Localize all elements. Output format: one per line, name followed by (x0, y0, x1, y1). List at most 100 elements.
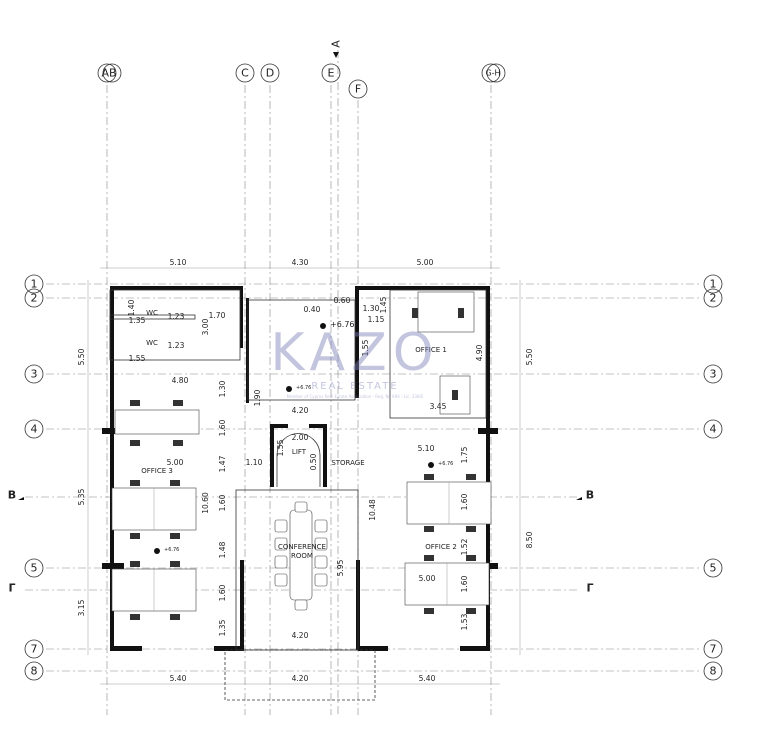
dimension-label: 3.45 (430, 402, 447, 411)
axis-label: 7 (31, 643, 38, 656)
dimension-label: 5.95 (336, 559, 345, 576)
axis-label: C (241, 67, 249, 80)
axis-label: 5 (710, 562, 717, 575)
dimension-label: 1.48 (218, 541, 227, 558)
room-label-conference: CONFERENCE (278, 543, 326, 551)
axis-label: 3 (31, 368, 38, 381)
dimension-label: 1.60 (218, 494, 227, 511)
axis-label: 5 (31, 562, 38, 575)
dimension-label: 1.55 (276, 439, 285, 456)
dimension-label: 1.15 (368, 315, 385, 324)
axis-label: 1 (31, 278, 38, 291)
dimension-label: 5.35 (77, 488, 86, 505)
axis-label: 4 (31, 423, 38, 436)
dimension-label: 4.80 (172, 376, 189, 385)
dimension-label: 5.10 (170, 258, 187, 267)
axis-label: AB (101, 67, 116, 80)
dimension-label: 5.10 (418, 444, 435, 453)
axis-label: B (586, 489, 594, 502)
dimension-label: 1.23 (168, 312, 185, 321)
level-marker: +6.76 (438, 461, 453, 467)
dimension-label: 5.50 (77, 348, 86, 365)
dimension-label: 1.10 (246, 458, 263, 467)
dimension-label: 10.48 (368, 499, 377, 521)
dimension-label: 0.40 (304, 305, 321, 314)
dimension-label: 5.40 (170, 674, 187, 683)
dimension-label: 0.60 (334, 296, 351, 305)
level-markers: +6.76 +6.76 +6.76 +6.76 (154, 320, 453, 554)
dimension-label: 1.45 (379, 296, 388, 313)
dimension-label: 5.00 (419, 574, 436, 583)
axis-label: G-H (485, 69, 500, 78)
dimension-label: 4.20 (292, 674, 309, 683)
room-label-conference: ROOM (291, 552, 313, 560)
dimension-label: 1.60 (218, 584, 227, 601)
axis-label: 3 (710, 368, 717, 381)
dimension-label: 3.00 (201, 318, 210, 335)
axis-label: 7 (710, 643, 717, 656)
axis-label: B (8, 489, 16, 502)
axis-label: E (328, 67, 335, 80)
interior-dimensions: 1.40 1.35 1.23 1.55 1.23 1.70 3.00 0.40 … (127, 296, 484, 640)
dimension-label: 10.60 (201, 492, 210, 514)
axis-label: 2 (31, 292, 38, 305)
room-label-wc: WC (146, 309, 158, 317)
room-label-office-1: OFFICE 1 (415, 346, 447, 354)
dimension-label: 1.53 (460, 613, 469, 630)
level-marker: +6.76 (296, 385, 311, 391)
axis-label: Γ (586, 582, 593, 595)
room-label-office-2: OFFICE 2 (425, 543, 457, 551)
furniture (111, 291, 492, 620)
dimension-label: 1.60 (460, 575, 469, 592)
room-label-wc: WC (146, 339, 158, 347)
dimension-label: 1.30 (363, 304, 380, 313)
room-labels: WC WC OFFICE 1 OFFICE 2 OFFICE 3 LIFT ST… (141, 309, 457, 560)
axis-label: D (266, 67, 274, 80)
axis-label: 4 (710, 423, 717, 436)
dimension-label: 1.35 (129, 316, 146, 325)
dimension-label: 5.00 (167, 458, 184, 467)
axis-label: F (355, 83, 361, 96)
dimension-label: 0.50 (309, 453, 318, 470)
axis-label: Γ (8, 582, 15, 595)
axis-label: 1 (710, 278, 717, 291)
dimension-label: 1.30 (218, 380, 227, 397)
dimension-label: 2.00 (292, 433, 309, 442)
dimension-label: 1.90 (253, 389, 262, 406)
dimension-label: 1.55 (129, 354, 146, 363)
dimension-label: 5.00 (417, 258, 434, 267)
dimension-label: 1.70 (209, 311, 226, 320)
dimension-lines: 5.10 4.30 5.00 5.40 4.20 5.40 5.50 5.35 … (77, 258, 534, 685)
dimension-label: 1.55 (361, 339, 370, 356)
room-label-lift: LIFT (292, 448, 307, 456)
axis-label: 2 (710, 292, 717, 305)
axis-labels: AB C D E F G-H A 1 2 3 4 B 5 Γ 7 8 1 2 3… (8, 40, 723, 681)
watermark-tagline: REAL ESTATE (311, 381, 398, 392)
axis-label: 8 (31, 665, 38, 678)
level-marker: +6.76 (330, 320, 355, 329)
watermark-logo: KAZO (270, 323, 439, 383)
dimension-label: 1.75 (460, 446, 469, 463)
dimension-label: 5.50 (525, 348, 534, 365)
dimension-label: 3.15 (77, 599, 86, 616)
dimension-label: 1.60 (218, 419, 227, 436)
dimension-label: 4.90 (475, 344, 484, 361)
dimension-label: 1.35 (218, 619, 227, 636)
watermark-note: Member of Cyprus Real Estate Association… (287, 394, 424, 399)
dimension-label: 8.50 (525, 531, 534, 548)
axis-label: 8 (710, 665, 717, 678)
dimension-label: 1.47 (218, 455, 227, 472)
section-mark: A (330, 40, 343, 48)
room-label-storage: STORAGE (331, 459, 364, 467)
watermark: KAZO REAL ESTATE Member of Cyprus Real E… (270, 323, 439, 399)
dimension-label: 4.20 (292, 631, 309, 640)
dimension-label: 5.40 (419, 674, 436, 683)
dimension-label: 1.40 (127, 299, 136, 316)
dimension-label: 4.30 (292, 258, 309, 267)
room-label-office-3: OFFICE 3 (141, 467, 173, 475)
dimension-label: 1.23 (168, 341, 185, 350)
dimension-label: 1.60 (460, 493, 469, 510)
dimension-label: 4.20 (292, 406, 309, 415)
level-marker: +6.76 (164, 547, 179, 553)
